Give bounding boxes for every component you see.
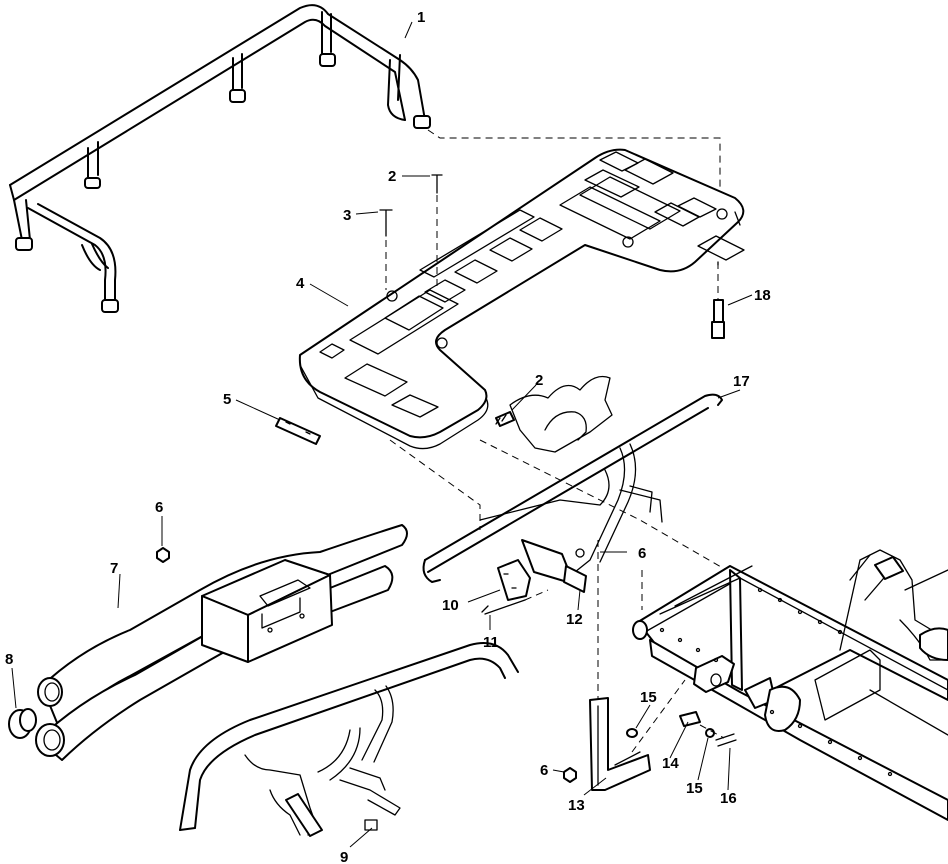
washer-15-bottom <box>705 728 715 738</box>
screw-top <box>431 174 443 194</box>
callout-6c: 6 <box>540 762 548 779</box>
callout-16: 16 <box>720 790 737 807</box>
bumper-7 <box>35 524 408 761</box>
callout-7: 7 <box>110 560 118 577</box>
bolt-18 <box>711 261 725 339</box>
plate-5 <box>275 417 321 445</box>
rack-deck <box>298 148 745 450</box>
callout-14: 14 <box>662 755 679 772</box>
callout-18: 18 <box>754 287 771 304</box>
callout-9: 9 <box>340 849 348 864</box>
bracket-9 <box>179 642 519 837</box>
rack-rail <box>9 4 431 313</box>
callout-6a: 6 <box>155 499 163 516</box>
bracket-13 <box>589 697 651 791</box>
bolt-11 <box>481 589 549 615</box>
callout-11: 11 <box>483 634 499 651</box>
callout-1: 1 <box>417 9 425 26</box>
callout-2b: 2 <box>535 372 543 389</box>
callout-6b: 6 <box>638 545 646 562</box>
spacer-14 <box>679 711 701 727</box>
callout-17: 17 <box>733 373 750 390</box>
frame <box>632 549 948 821</box>
clamp-10 <box>497 539 587 601</box>
callout-3: 3 <box>343 207 351 224</box>
bolt-16 <box>699 724 737 747</box>
nut-6-bottom <box>563 767 577 783</box>
callout-12: 12 <box>566 611 583 628</box>
nut-6-left <box>156 547 170 563</box>
callout-2: 2 <box>388 168 396 185</box>
callout-15a: 15 <box>640 689 657 706</box>
callout-4: 4 <box>296 275 305 292</box>
callout-10: 10 <box>442 597 459 614</box>
cap-8 <box>8 708 37 739</box>
rod-17 <box>422 393 723 583</box>
callout-8: 8 <box>5 651 13 668</box>
screw-left <box>379 209 393 237</box>
mount-bracket <box>495 375 613 453</box>
washer-15-top <box>626 728 638 738</box>
callout-15b: 15 <box>686 780 703 797</box>
callout-5: 5 <box>223 391 231 408</box>
callout-13: 13 <box>568 797 585 814</box>
